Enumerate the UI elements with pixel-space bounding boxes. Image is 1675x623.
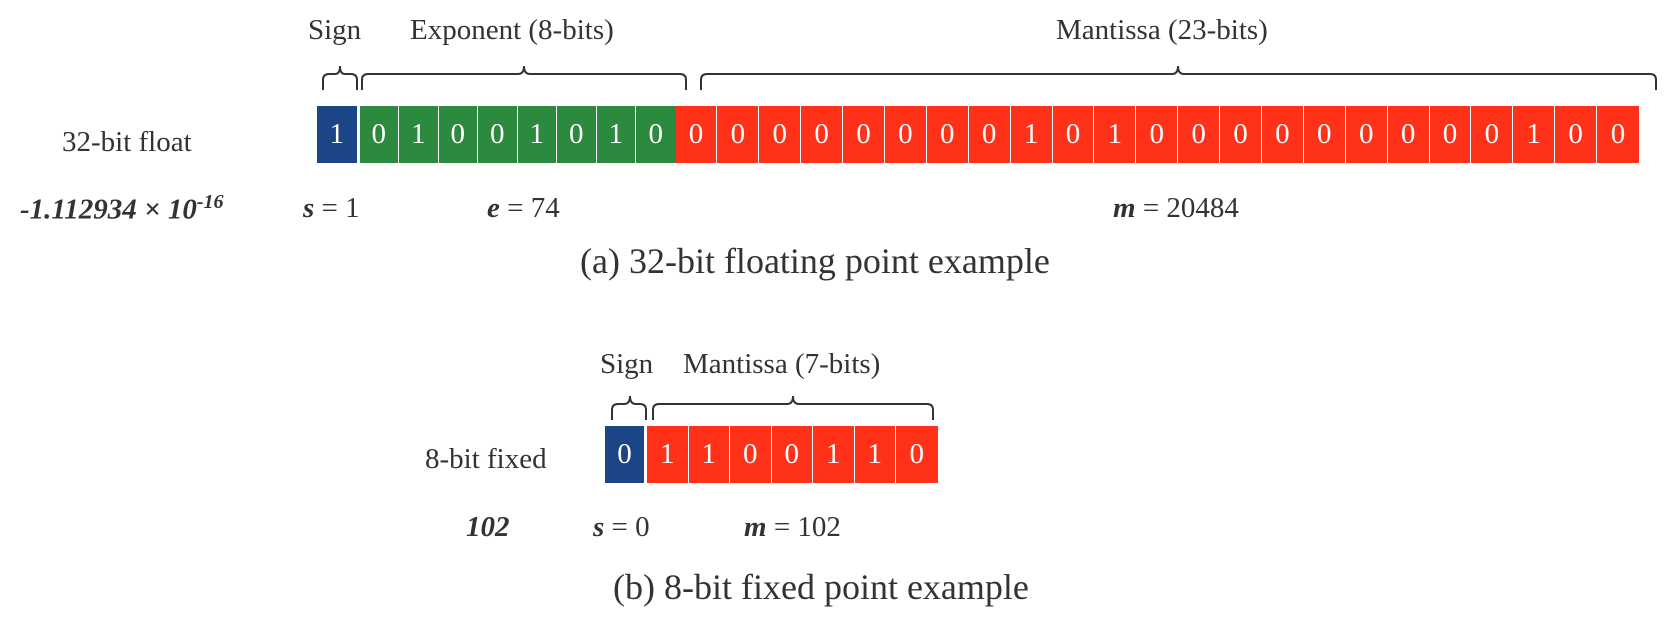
float-exponent-bit: 0 — [359, 106, 399, 163]
fixed-mantissa-bit: 0 — [896, 426, 938, 483]
fixed-m-value: m = 102 — [744, 511, 841, 543]
float-exponent-bit: 1 — [399, 106, 439, 163]
float-mantissa-bit: 0 — [1345, 106, 1388, 163]
float-e-value: e = 74 — [487, 192, 560, 224]
float-mantissa-bit: 0 — [1429, 106, 1472, 163]
float-exponent-bit: 0 — [478, 106, 518, 163]
float-mantissa-bit: 0 — [926, 106, 969, 163]
float-sign-bits: 1 — [317, 106, 357, 163]
float-exponent-brace — [361, 65, 687, 90]
float-mantissa-bit: 0 — [1597, 106, 1639, 163]
float-exponent-label: Exponent (8-bits) — [410, 14, 614, 46]
fixed-decimal-value: 102 — [466, 511, 510, 543]
fixed-mantissa-label: Mantissa (7-bits) — [683, 348, 881, 380]
float-mantissa-bit: 0 — [1471, 106, 1514, 163]
float-mantissa-bit: 0 — [968, 106, 1011, 163]
fixed-row-label: 8-bit fixed — [425, 443, 547, 475]
fixed-mantissa-bit: 1 — [688, 426, 730, 483]
fixed-sign-bits: 0 — [605, 426, 644, 483]
float-mantissa-brace — [700, 65, 1657, 90]
float-mantissa-bit: 0 — [675, 106, 718, 163]
float-mantissa-bit: 0 — [801, 106, 844, 163]
float-m-value: m = 20484 — [1113, 192, 1239, 224]
float-exponent-bit: 0 — [438, 106, 478, 163]
float-mantissa-bit: 0 — [1387, 106, 1430, 163]
float-mantissa-bit: 0 — [1136, 106, 1179, 163]
fixed-mantissa-bit: 0 — [730, 426, 772, 483]
float-sign-brace — [322, 65, 358, 90]
fixed-mantissa-bit: 1 — [813, 426, 855, 483]
float-caption: (a) 32-bit floating point example — [580, 241, 1050, 281]
fixed-caption: (b) 8-bit fixed point example — [613, 567, 1029, 607]
float-sign-label: Sign — [308, 14, 362, 46]
float-mantissa-bit: 0 — [1178, 106, 1221, 163]
fixed-sign-label: Sign — [600, 348, 654, 380]
fixed-sign-brace — [611, 395, 647, 420]
fixed-s-value: s = 0 — [593, 511, 650, 543]
float-row-label: 32-bit float — [62, 126, 192, 158]
float-mantissa-bit: 0 — [717, 106, 760, 163]
float-mantissa-bit: 0 — [1220, 106, 1262, 163]
fixed-mantissa-bit: 1 — [854, 426, 896, 483]
float-decimal-value: -1.112934 × 10-16 — [20, 191, 224, 226]
float-mantissa-bit: 0 — [843, 106, 885, 163]
float-mantissa-bit: 0 — [1303, 106, 1346, 163]
fixed-mantissa-bit: 0 — [771, 426, 813, 483]
fixed-sign-bit: 0 — [605, 426, 644, 483]
float-exponent-bit: 1 — [517, 106, 557, 163]
float-exponent-bit: 0 — [636, 106, 676, 163]
float-mantissa-bit: 0 — [1555, 106, 1598, 163]
float-mantissa-bit: 0 — [1261, 106, 1304, 163]
float-s-value: s = 1 — [303, 192, 360, 224]
float-mantissa-bit: 1 — [1513, 106, 1556, 163]
float-mantissa-bit: 1 — [1094, 106, 1137, 163]
fixed-mantissa-bit: 1 — [647, 426, 689, 483]
fixed-mantissa-brace — [652, 395, 934, 420]
float-sign-bit: 1 — [317, 106, 357, 163]
float-mantissa-bit: 0 — [1052, 106, 1095, 163]
float-exponent-bit: 1 — [596, 106, 636, 163]
float-mantissa-bit: 0 — [759, 106, 802, 163]
float-exponent-bit: 0 — [557, 106, 597, 163]
float-mantissa-label: Mantissa (23-bits) — [1056, 14, 1268, 46]
float-mantissa-bit: 0 — [884, 106, 927, 163]
float-mantissa-bit: 1 — [1010, 106, 1053, 163]
